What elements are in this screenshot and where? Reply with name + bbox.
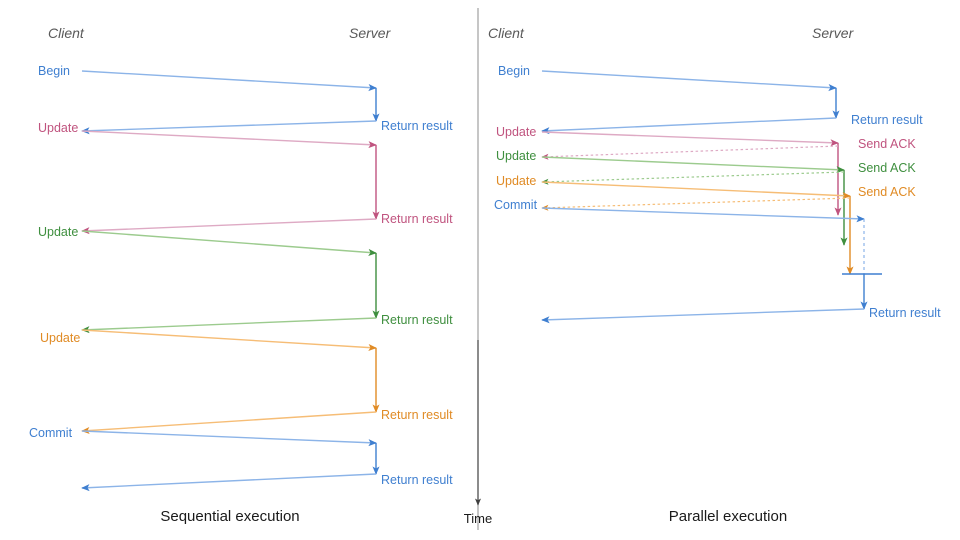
response-arrow	[81, 317, 377, 334]
commit-response-label: Return result	[869, 306, 941, 320]
response-label: Return result	[381, 408, 453, 422]
begin-label: Begin	[498, 64, 530, 78]
response-label: Return result	[381, 313, 453, 327]
begin-response-arrow	[541, 117, 837, 135]
update-request-arrow	[541, 181, 851, 200]
begin-request-arrow	[541, 70, 837, 92]
request-label: Begin	[38, 64, 70, 78]
request-arrow	[81, 70, 377, 92]
request-arrow	[81, 430, 377, 447]
request-arrow	[81, 130, 377, 149]
send-ack-arrow	[541, 145, 839, 160]
commit-request-arrow	[541, 207, 865, 223]
request-arrow	[81, 230, 377, 256]
time-axis-label: Time	[464, 511, 492, 526]
update-request-arrow	[541, 131, 839, 147]
right-client-lane-header: Client	[488, 25, 525, 41]
response-label: Return result	[381, 212, 453, 226]
response-arrow	[81, 473, 377, 492]
update-label: Update	[496, 125, 536, 139]
right-server-lane-header: Server	[812, 25, 855, 41]
response-arrow	[81, 218, 377, 235]
request-label: Update	[38, 121, 78, 135]
update-label: Update	[496, 149, 536, 163]
left-panel-caption: Sequential execution	[160, 508, 299, 525]
request-label: Update	[40, 331, 80, 345]
request-label: Update	[38, 225, 78, 239]
left-server-lane-header: Server	[349, 25, 392, 41]
send-ack-label: Send ACK	[858, 185, 916, 199]
response-label: Return result	[381, 473, 453, 487]
left-client-lane-header: Client	[48, 25, 85, 41]
commit-label: Commit	[494, 198, 538, 212]
commit-response-arrow	[541, 308, 865, 324]
response-arrow	[81, 120, 377, 135]
send-ack-arrow	[541, 197, 851, 211]
update-request-arrow	[541, 156, 845, 174]
begin-response-label: Return result	[851, 113, 923, 127]
response-label: Return result	[381, 119, 453, 133]
request-label: Commit	[29, 426, 73, 440]
update-label: Update	[496, 174, 536, 188]
send-ack-arrow	[541, 171, 845, 185]
send-ack-label: Send ACK	[858, 137, 916, 151]
diagram-chrome: Time	[464, 8, 492, 530]
right-panel-caption: Parallel execution	[669, 508, 787, 525]
response-arrow	[81, 411, 377, 435]
send-ack-label: Send ACK	[858, 161, 916, 175]
request-arrow	[81, 329, 377, 352]
